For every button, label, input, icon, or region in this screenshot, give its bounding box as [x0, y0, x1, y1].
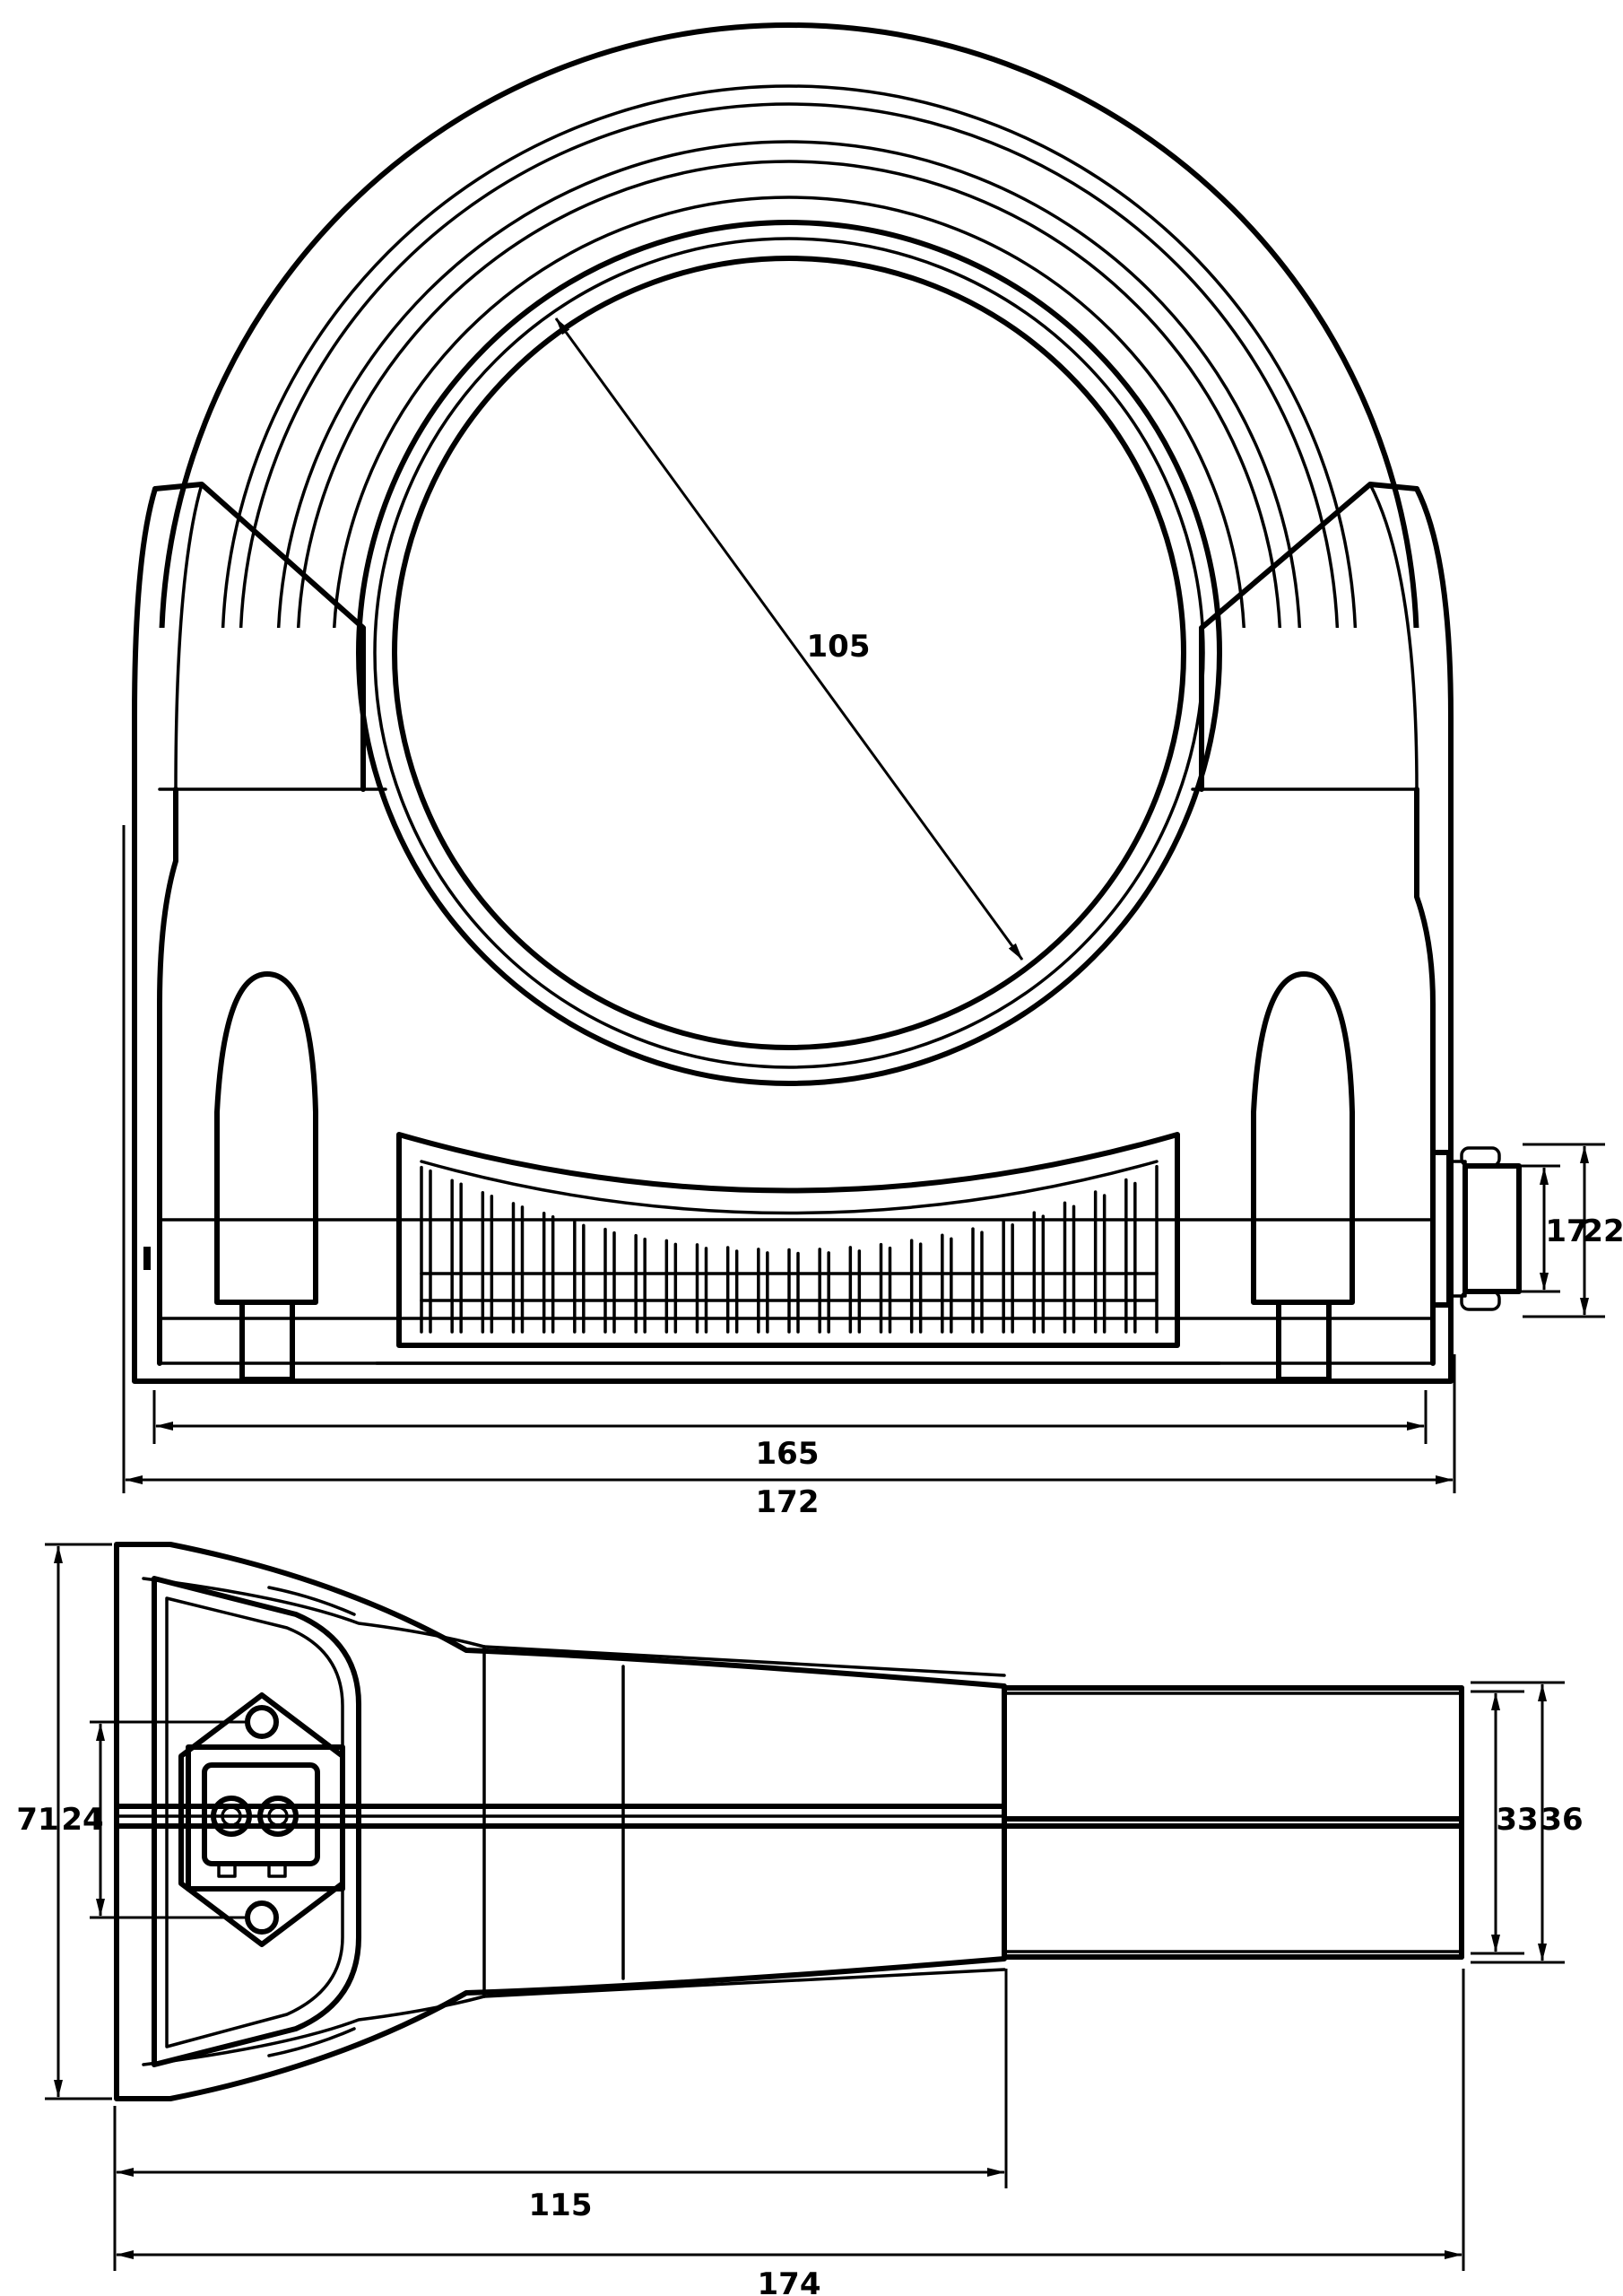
left-foot [214, 971, 318, 1382]
side-connector [1430, 1146, 1522, 1311]
front-dimensions [122, 317, 1605, 1493]
tube [1002, 1685, 1464, 1960]
dim-connector-inner: 17 [1545, 1213, 1587, 1249]
connector-socket [178, 1692, 345, 1947]
housing-arcs [159, 22, 1419, 628]
dim-overall-width: 172 [756, 1484, 820, 1520]
dim-bore-diameter: 105 [807, 629, 871, 665]
side-dimensions [45, 1543, 1565, 2271]
base-body [132, 1218, 1454, 1384]
front-view: 105 165 172 17 22 [122, 22, 1623, 1520]
dim-pin-spacing: 24 [61, 1802, 103, 1838]
left-shoulder [132, 482, 387, 1366]
dim-tube-inner: 33 [1496, 1802, 1538, 1838]
right-foot [1251, 971, 1355, 1382]
dim-connector-outer: 22 [1582, 1213, 1623, 1249]
dim-overall-length: 174 [758, 2266, 821, 2296]
dim-tube-outer: 36 [1541, 1802, 1583, 1838]
right-shoulder [1191, 482, 1454, 1366]
ventilation-grille [396, 1132, 1180, 1348]
dim-body-length: 115 [529, 2187, 593, 2223]
bore-opening [356, 220, 1222, 1086]
side-view: 71 24 115 174 33 36 [16, 1542, 1584, 2296]
dim-inner-width: 165 [756, 1436, 820, 1472]
dim-overall-height: 71 [16, 1802, 58, 1838]
